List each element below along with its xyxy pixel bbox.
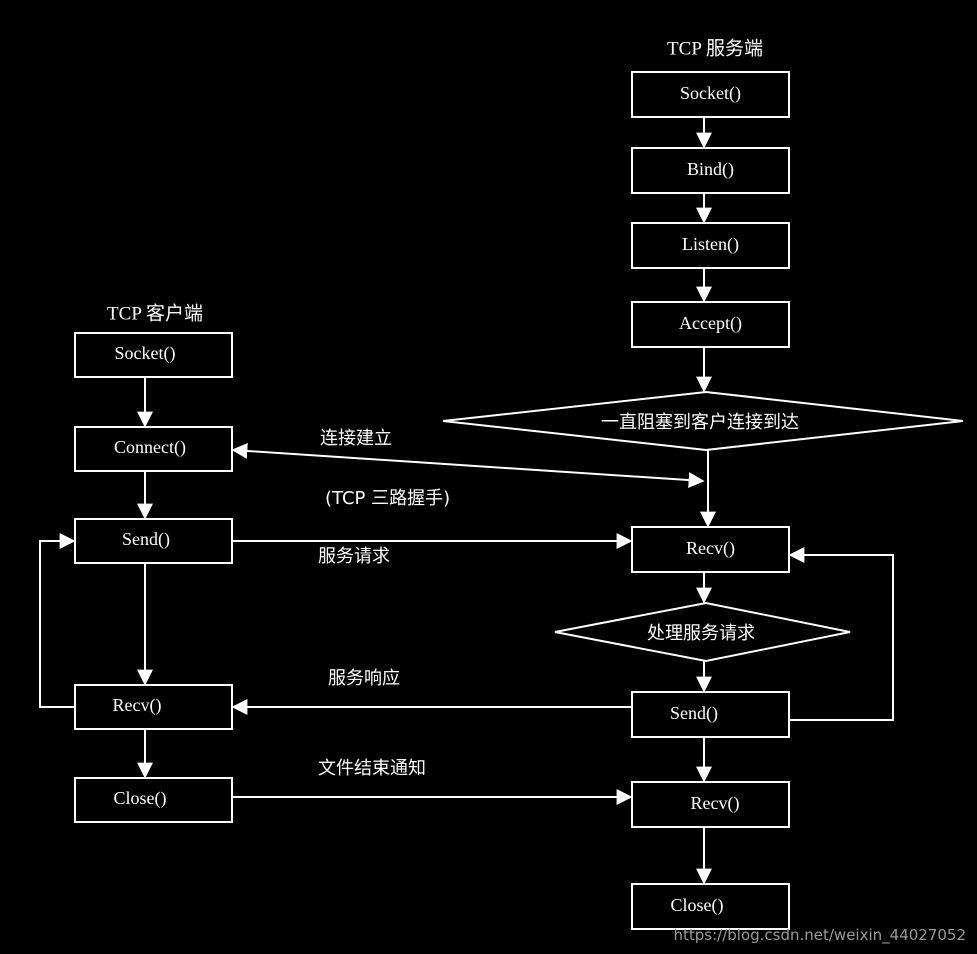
client-send-box: Send(): [74, 518, 233, 564]
client-title: TCP 客户端: [107, 302, 203, 324]
server-send-label: Send(): [670, 703, 718, 724]
server-title: TCP 服务端: [667, 37, 763, 59]
server-recv2-label: Recv(): [691, 793, 740, 814]
label-request: 服务请求: [318, 546, 390, 567]
server-accept-box: Accept(): [631, 301, 790, 348]
server-recv2-box: Recv(): [631, 781, 790, 828]
server-close-box: Close(): [631, 883, 790, 930]
arrow-server-loop: [788, 547, 894, 721]
client-socket-box: Socket(): [74, 332, 233, 378]
client-connect-label: Connect(): [114, 437, 186, 458]
server-send-box: Send(): [631, 691, 790, 738]
client-socket-label: Socket(): [115, 343, 176, 364]
client-close-box: Close(): [74, 777, 233, 823]
label-eof: 文件结束通知: [318, 758, 426, 779]
label-connect-established: 连接建立: [320, 428, 392, 449]
server-accept-label: Accept(): [679, 313, 742, 334]
server-recv-box: Recv(): [631, 526, 790, 573]
server-bind-box: Bind(): [631, 147, 790, 194]
client-send-label: Send(): [122, 529, 170, 550]
server-socket-box: Socket(): [631, 71, 790, 118]
arrow-client-loop: [39, 533, 76, 708]
server-listen-label: Listen(): [682, 234, 739, 255]
client-connect-box: Connect(): [74, 426, 233, 472]
label-response: 服务响应: [328, 668, 400, 689]
server-bind-label: Bind(): [687, 159, 734, 180]
client-close-label: Close(): [114, 788, 167, 809]
watermark: https://blog.csdn.net/weixin_44027052: [673, 926, 966, 945]
server-socket-label: Socket(): [680, 83, 741, 104]
server-process-label: 处理服务请求: [647, 623, 755, 644]
server-block-diamond: 一直阻塞到客户连接到达: [442, 390, 964, 452]
server-process-diamond: 处理服务请求: [554, 601, 851, 663]
server-close-label: Close(): [671, 895, 724, 916]
label-handshake: (TCP 三路握手): [325, 488, 450, 509]
server-listen-box: Listen(): [631, 222, 790, 269]
server-recv-label: Recv(): [686, 538, 735, 559]
client-recv-label: Recv(): [113, 695, 162, 716]
client-recv-box: Recv(): [74, 684, 233, 730]
arrow-handshake: [231, 442, 705, 489]
server-block-label: 一直阻塞到客户连接到达: [601, 412, 799, 433]
